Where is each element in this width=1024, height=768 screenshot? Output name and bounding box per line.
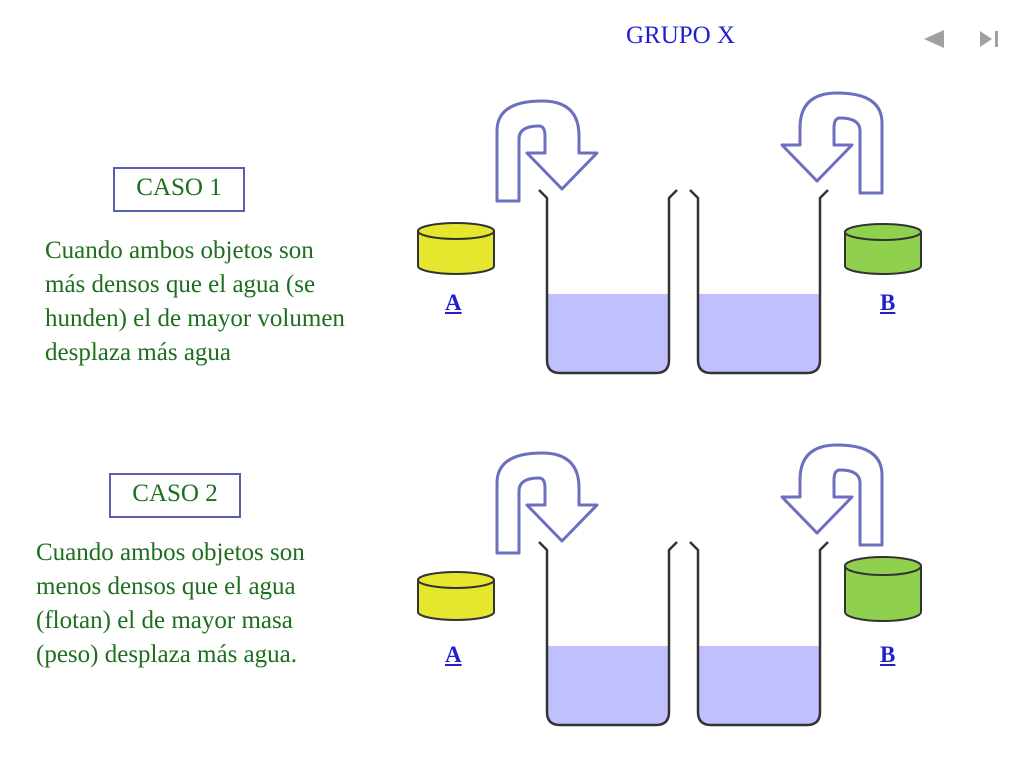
page-title: GRUPO X — [626, 22, 736, 49]
case-2-object-a — [417, 571, 495, 621]
case-1-object-b — [844, 223, 922, 275]
case-2-beaker-a — [537, 540, 679, 727]
case-1-object-b-link[interactable]: B — [880, 290, 896, 315]
case-1-object-a-link[interactable]: A — [445, 290, 462, 315]
case-1-description: Cuando ambos objetos son más densos que … — [45, 237, 345, 366]
case-2-object-b-link[interactable]: B — [880, 642, 896, 667]
case-1-beaker-a — [537, 188, 679, 375]
case-1-beaker-b — [688, 188, 830, 375]
skip-to-end-icon[interactable] — [977, 27, 1001, 51]
case-1-arrow-left-icon — [495, 99, 599, 203]
triangle-left-icon[interactable] — [922, 27, 946, 51]
case-1-arrow-right-icon — [780, 91, 884, 195]
case-2-arrow-left-icon — [495, 451, 599, 555]
case-2-object-a-link[interactable]: A — [445, 642, 462, 667]
case-2-arrow-right-icon — [780, 443, 884, 547]
case-1-label-box: CASO 1 — [113, 167, 245, 212]
case-2-object-b — [844, 556, 922, 622]
case-2-description: Cuando ambos objetos son menos densos qu… — [36, 539, 305, 668]
case-2-label-box: CASO 2 — [109, 473, 241, 518]
case-1-object-a — [417, 222, 495, 275]
case-2-beaker-b — [688, 540, 830, 727]
